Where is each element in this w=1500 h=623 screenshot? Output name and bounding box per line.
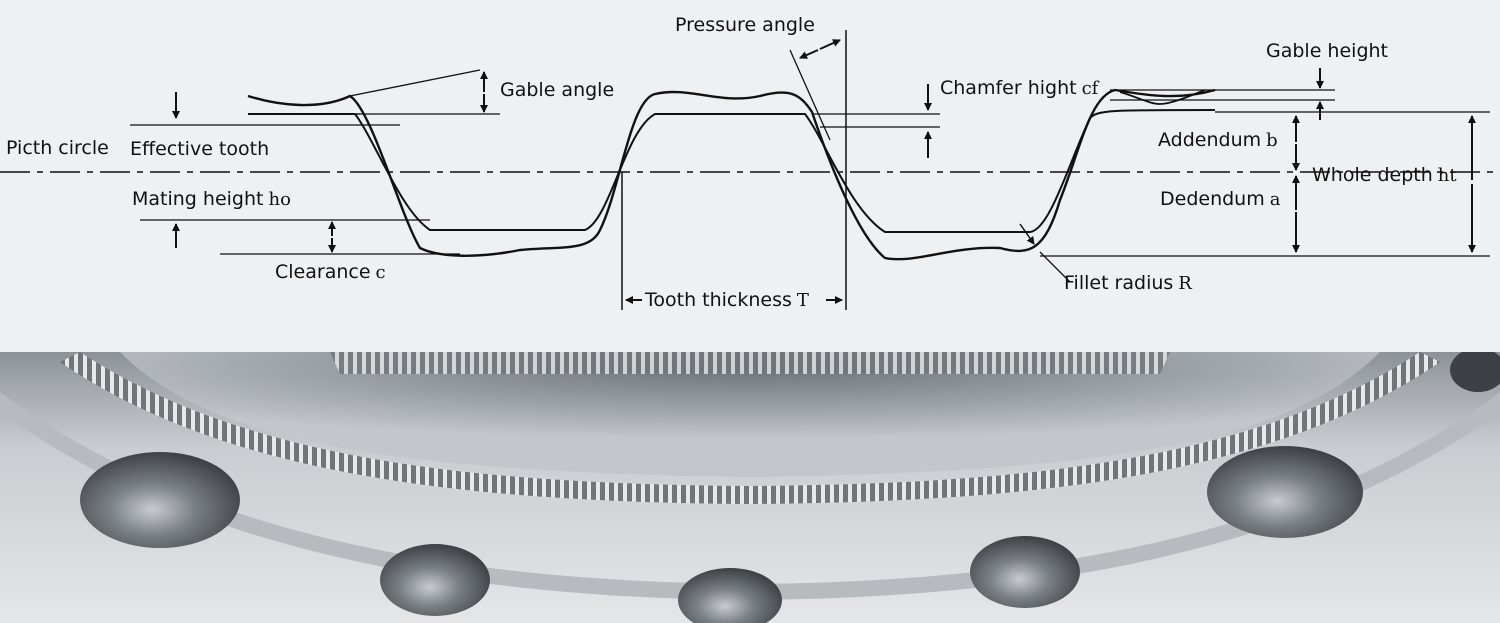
gear-ring-illustration: [0, 352, 1500, 623]
fillet-radius-text: Fillet radius: [1064, 272, 1174, 294]
chamfer-height-symbol: cf: [1081, 78, 1099, 99]
pressure-angle-arrow-2: [819, 39, 841, 50]
gable-height-label: Gable height: [1266, 40, 1388, 62]
dedendum-symbol: a: [1269, 189, 1281, 210]
tooth-profile-drawing: [0, 30, 1500, 310]
gable-angle-label: Gable angle: [500, 79, 615, 101]
gear-ring-photo: [0, 352, 1500, 623]
mounting-hole-1: [80, 452, 240, 548]
tooth-thickness-symbol: T: [796, 290, 809, 311]
gear-teeth-band: [60, 352, 1440, 504]
gable-notch: [1119, 89, 1206, 105]
dedendum-text: Dedendum: [1160, 188, 1265, 210]
tooth-profile-diagram: Pressure angle Gable height Gable angle …: [0, 14, 1500, 310]
clearance-symbol: c: [375, 262, 386, 283]
mounting-hole-3: [380, 544, 490, 616]
tooth-profile-outer: [247, 88, 1216, 261]
pressure-angle-line: [789, 49, 831, 141]
mounting-hole-2: [1207, 446, 1363, 538]
pressure-angle-label: Pressure angle: [675, 14, 815, 36]
chamfer-height-text: Chamfer hight: [940, 77, 1077, 99]
fillet-radius-symbol: R: [1178, 273, 1192, 294]
inner-ring-surface: [120, 352, 1380, 477]
fillet-radius-arrow: [1019, 223, 1035, 245]
mating-height-symbol: ho: [268, 189, 291, 210]
fillet-radius-leader: [1039, 251, 1071, 283]
mounting-hole-4: [970, 536, 1080, 608]
mounting-hole-6: [1450, 352, 1500, 392]
whole-depth-symbol: ht: [1437, 165, 1457, 186]
addendum-symbol: b: [1266, 130, 1278, 151]
addendum-text: Addendum: [1158, 129, 1262, 151]
pitch-circle-label: Picth circle: [6, 137, 109, 159]
mounting-hole-5: [678, 568, 782, 623]
tooth-profile-inner: [248, 109, 1216, 233]
pressure-angle-arrow-1: [799, 49, 819, 59]
tooth-thickness-text: Tooth thickness: [645, 289, 792, 311]
effective-tooth-label: Effective tooth: [130, 138, 270, 160]
top-teeth-band: [330, 352, 1170, 374]
mating-height-text: Mating height: [132, 188, 264, 210]
whole-depth-text: Whole depth: [1312, 164, 1433, 186]
clearance-text: Clearance: [275, 261, 371, 283]
gable-angle-line: [349, 69, 481, 97]
